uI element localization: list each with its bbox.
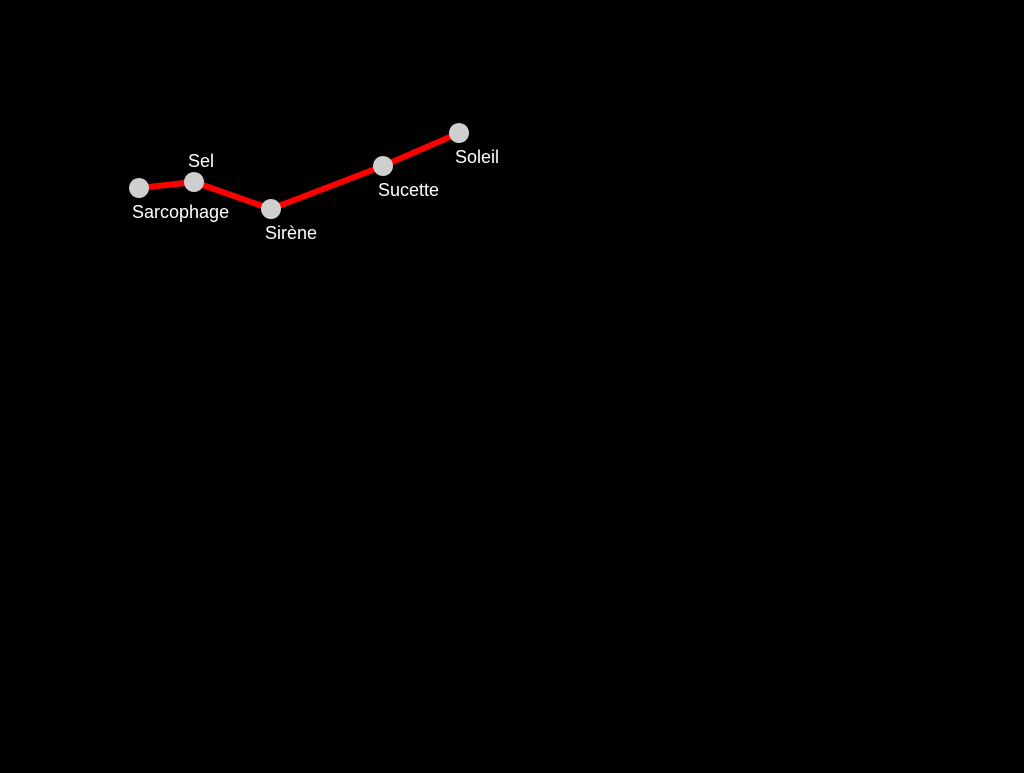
node-label-sarcophage: Sarcophage <box>132 202 229 222</box>
node-sucette <box>373 156 393 176</box>
node-sarcophage <box>129 178 149 198</box>
node-label-sirene: Sirène <box>265 223 317 243</box>
node-label-soleil: Soleil <box>455 147 499 167</box>
node-soleil <box>449 123 469 143</box>
node-label-sucette: Sucette <box>378 180 439 200</box>
node-label-sel: Sel <box>188 151 214 171</box>
node-group <box>129 123 469 219</box>
node-sirene <box>261 199 281 219</box>
node-sel <box>184 172 204 192</box>
